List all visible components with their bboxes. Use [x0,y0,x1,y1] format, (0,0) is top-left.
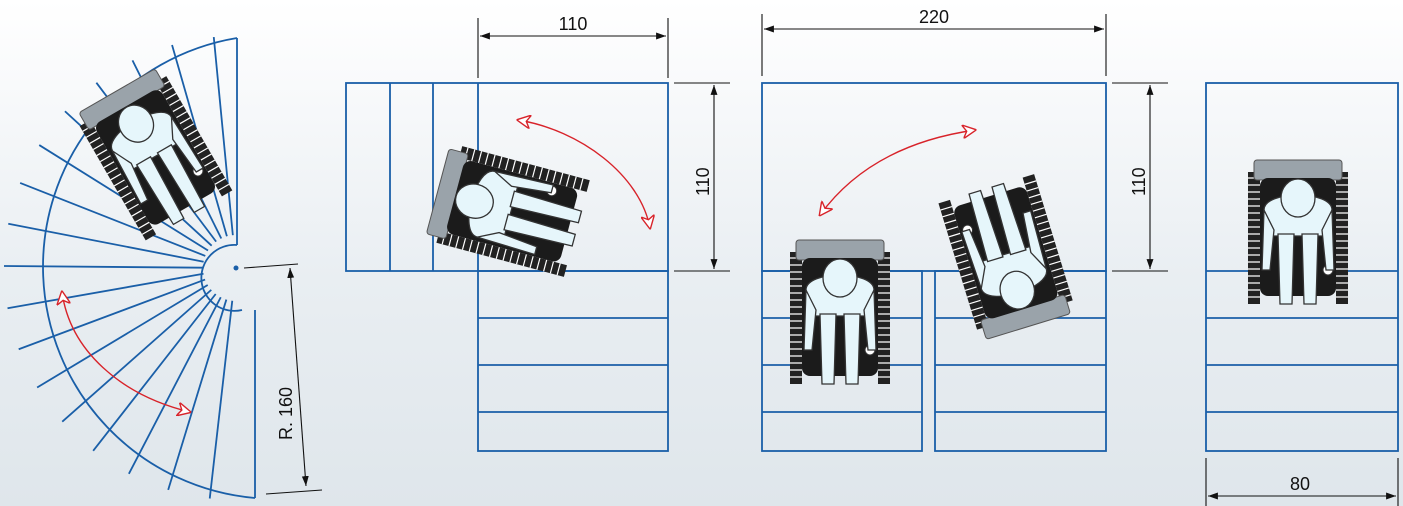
stairlift-with-user-icon [1247,159,1349,305]
landing-width-dimension: 110 [477,14,669,78]
landing-depth-dimension-right: 110 [1112,82,1168,272]
turn-direction-arrow-icon [518,120,650,228]
radius-dimension: R. 160 [243,263,323,495]
quarter-turn-stair [345,82,669,452]
spiral-tread [167,299,228,491]
spiral-tread [212,36,234,236]
stairlift-with-user-icon [937,173,1077,342]
stairlift-with-user-icon [789,239,891,385]
landing-depth-dimension-left: 110 [674,82,730,272]
radius-label: R. 160 [276,387,296,440]
spiral-tread [19,182,206,257]
spiral-tread [61,289,212,423]
straight-width-dimension: 80 [1205,458,1399,506]
double-width-dimension: 220 [761,7,1107,76]
spiral-tread [8,222,204,263]
turn-direction-arrow-icon [62,292,190,412]
stairlift-with-user-icon [424,142,591,278]
landing-depth-label-left: 110 [693,167,713,196]
turn-direction-arrow-icon [820,130,975,215]
landing-width-label: 110 [559,14,588,34]
double-width-label: 220 [919,7,949,27]
spiral-tread [4,265,204,269]
straight-width-label: 80 [1290,474,1310,494]
landing-depth-label-right: 110 [1129,167,1149,196]
spiral-tread [208,300,234,499]
